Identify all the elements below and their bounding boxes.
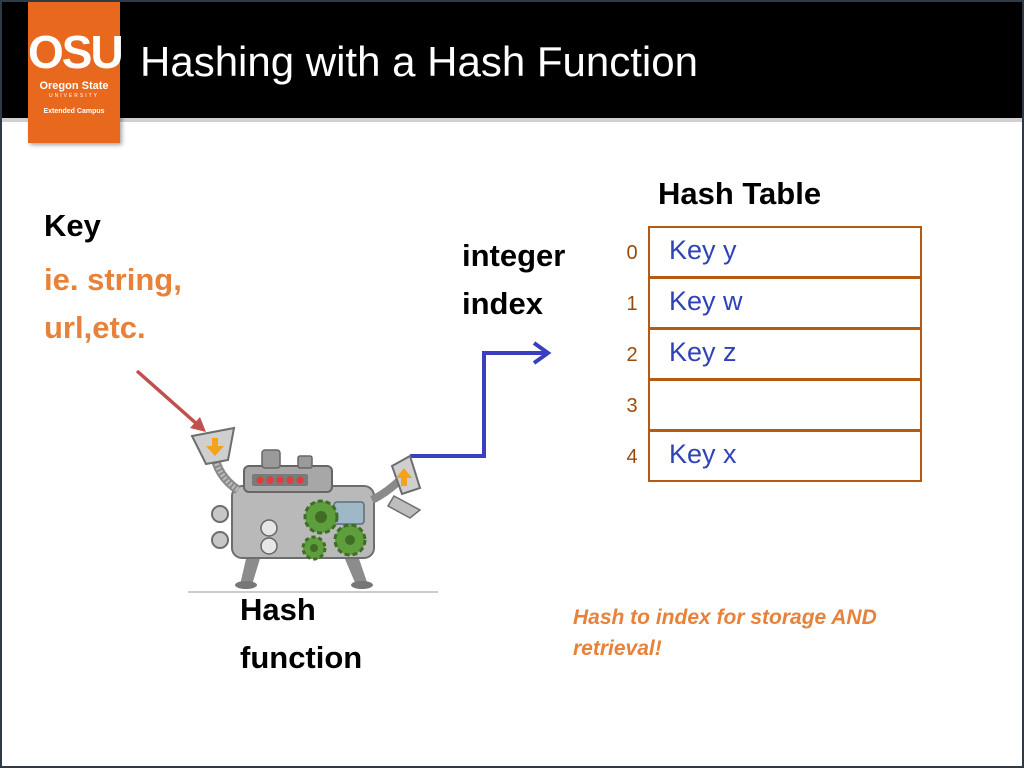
title-bar-rule	[0, 118, 1024, 122]
hash-table-row: 0 Key y	[626, 226, 922, 278]
storage-note: Hash to index for storage AND retrieval!	[573, 606, 877, 660]
gear-icon	[333, 523, 367, 557]
row-index: 2	[626, 344, 638, 366]
row-index: 0	[626, 242, 638, 264]
title-bar	[0, 0, 1024, 118]
logo-university: UNIVERSITY	[48, 93, 99, 99]
gear-icon	[303, 499, 339, 535]
logo-name: Oregon State	[39, 80, 109, 92]
row-value: Key x	[669, 439, 737, 469]
row-index: 3	[626, 395, 638, 417]
hash-to-index-arrow	[410, 341, 552, 458]
funnel-icon	[370, 454, 422, 519]
integer-index-label: integer index	[462, 238, 566, 321]
key-description: ie. string, url,etc.	[44, 262, 182, 345]
row-value: Key w	[669, 286, 743, 316]
hash-function-label: Hash function	[240, 592, 363, 675]
hash-machine-icon	[190, 426, 422, 589]
gear-icon	[301, 535, 327, 561]
row-value: Key y	[669, 235, 737, 265]
slide-title: Hashing with a Hash Function	[140, 38, 698, 85]
key-label: Key	[44, 208, 101, 243]
funnel-icon	[190, 426, 241, 494]
hash-table-row: 4 Key x	[626, 430, 922, 482]
key-to-hash-arrow	[135, 369, 206, 432]
osu-logo: OSU Oregon State UNIVERSITY Extended Cam…	[28, 0, 124, 143]
hash-table-title: Hash Table	[658, 176, 822, 211]
logo-mark: OSU	[28, 26, 124, 78]
logo-campus: Extended Campus	[43, 108, 105, 115]
row-index: 4	[626, 446, 638, 468]
row-index: 1	[626, 293, 638, 315]
row-value: Key z	[669, 337, 737, 367]
